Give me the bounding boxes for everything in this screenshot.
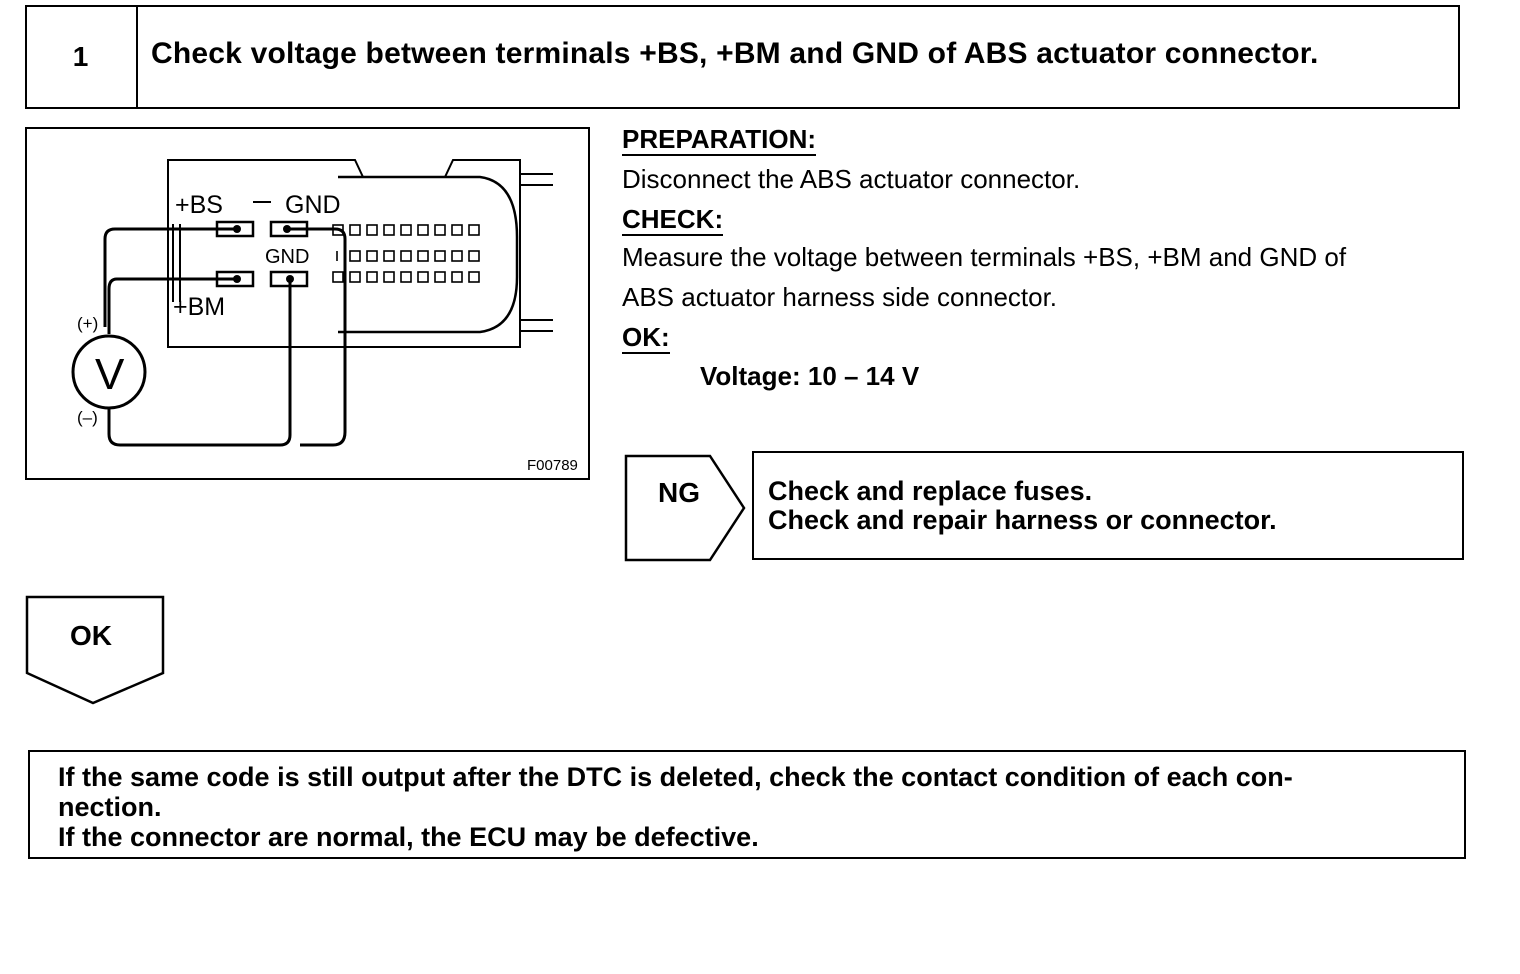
test-leads: [103, 227, 347, 447]
figure-code: F00789: [527, 457, 578, 474]
voltmeter-label: V: [95, 350, 125, 399]
ng-action-box: [752, 451, 1464, 560]
note-line-2: nection.: [58, 792, 162, 822]
ng-label: NG: [658, 477, 700, 508]
terminal-row-2: [336, 250, 480, 262]
ng-action-line-1: Check and replace fuses.: [768, 476, 1093, 506]
preparation-heading: PREPARATION:: [622, 124, 817, 156]
voltmeter-icon: [71, 334, 147, 410]
terminal-row-1: [332, 224, 480, 236]
label-gnd-top: GND: [285, 191, 341, 219]
wiring-diagram-frame: [25, 127, 590, 480]
connector-shell: [338, 175, 519, 334]
step-title: Check voltage between terminals +BS, +BM…: [151, 37, 1319, 70]
note-box: [28, 750, 1466, 859]
note-line-3: If the connector are normal, the ECU may…: [58, 822, 759, 852]
ok-arrow-icon: [25, 595, 165, 705]
terminal-row-3: [332, 271, 480, 283]
ok-spec-voltage: Voltage: 10 – 14 V: [700, 361, 920, 391]
note-line-1: If the same code is still output after t…: [58, 762, 1293, 792]
label-plus: (+): [77, 314, 98, 333]
check-text-line-2: ABS actuator harness side connector.: [622, 282, 1058, 312]
check-text-line-1: Measure the voltage between terminals +B…: [622, 242, 1347, 272]
label-bs: +BS: [175, 191, 223, 219]
wiring-diagram: +BS GND GND +BM V (+) (–) F00789: [71, 159, 578, 474]
connector-housing: [167, 159, 521, 348]
ng-arrow-icon: [624, 454, 746, 562]
preparation-text: Disconnect the ABS actuator connector.: [622, 164, 1081, 194]
check-heading: CHECK:: [622, 204, 724, 236]
label-gnd-inner: GND: [265, 246, 309, 268]
ok-heading: OK:: [622, 322, 670, 354]
ok-label: OK: [70, 620, 112, 651]
step-number: 1: [25, 5, 138, 109]
label-bm: +BM: [173, 293, 225, 321]
label-minus: (–): [77, 408, 98, 427]
ng-action-line-2: Check and repair harness or connector.: [768, 505, 1277, 535]
step-header-box: [25, 5, 1460, 109]
